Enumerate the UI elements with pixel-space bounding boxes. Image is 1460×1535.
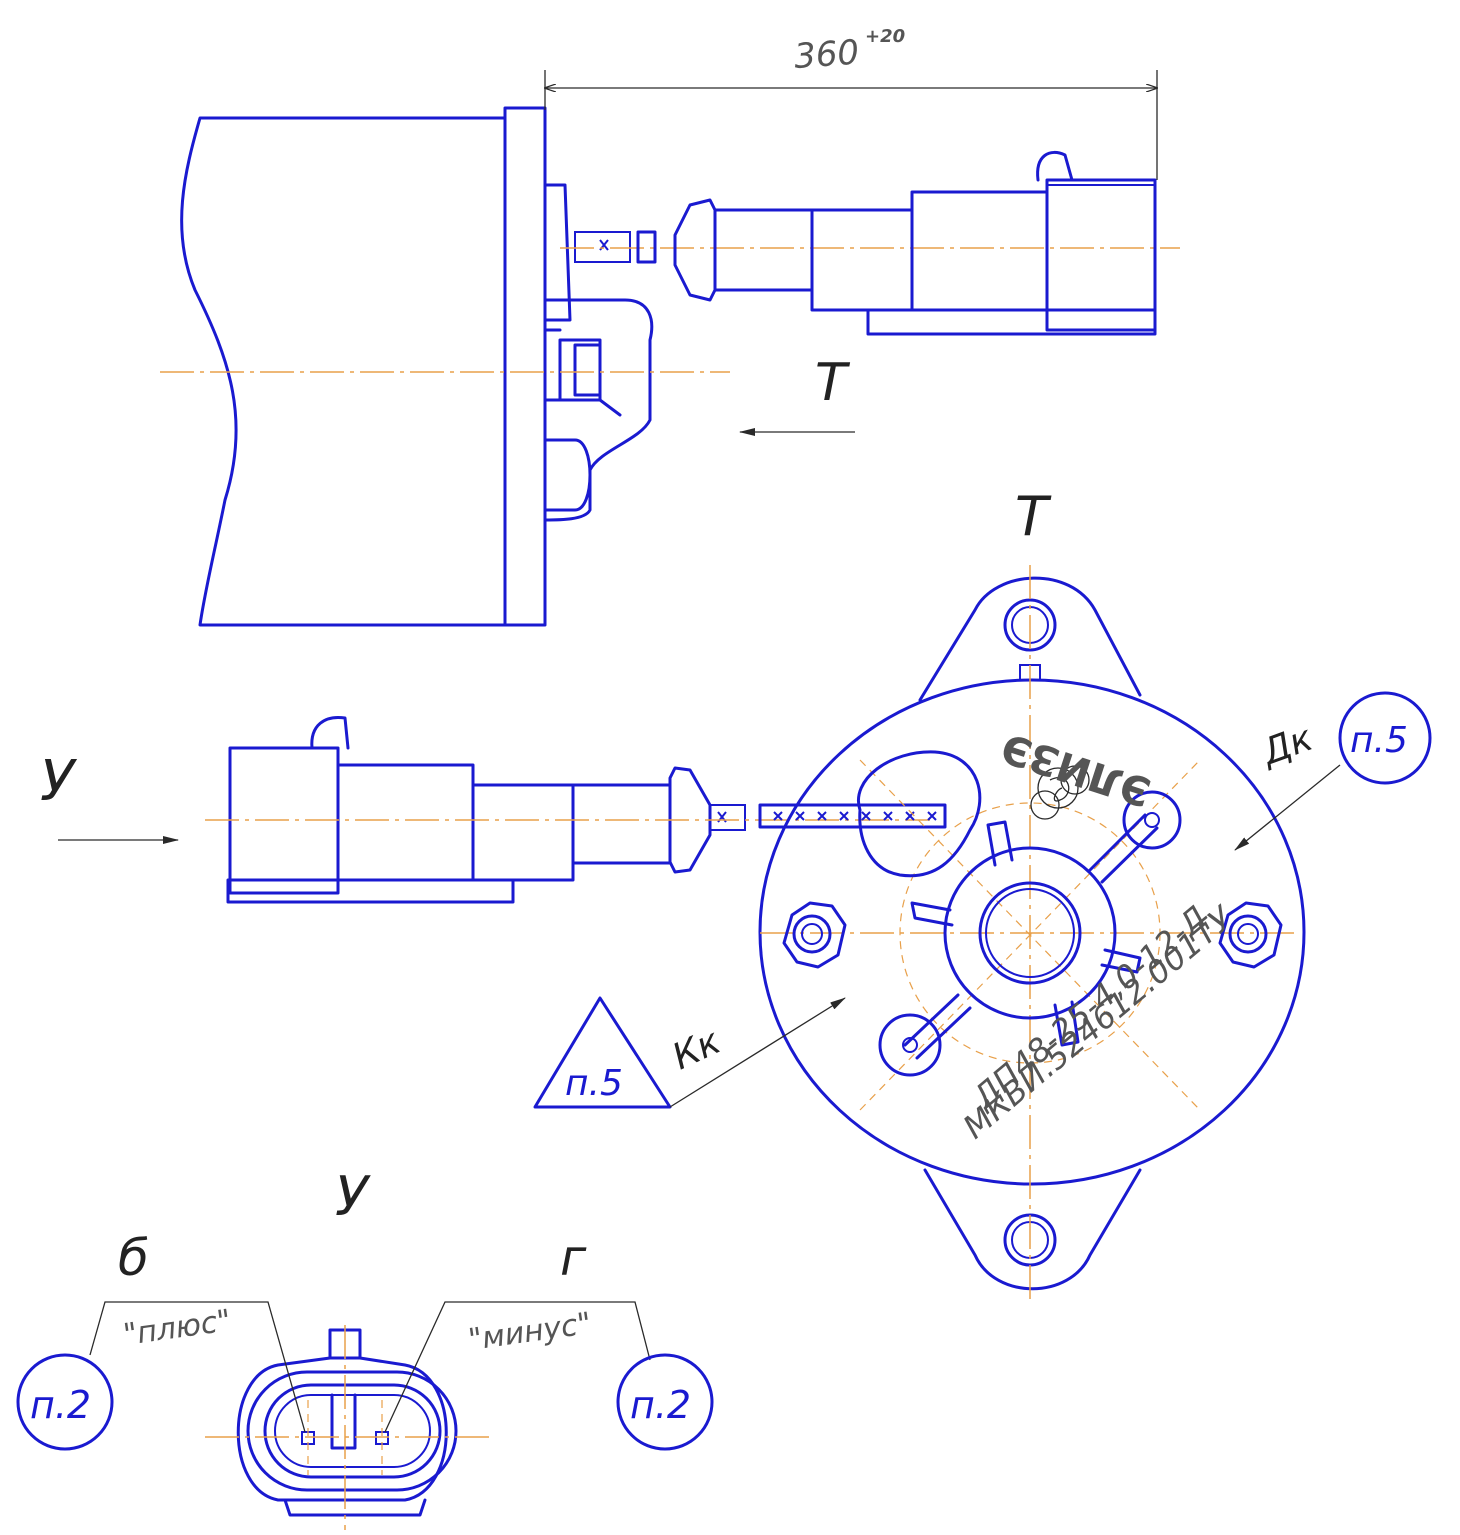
callout-dk-ref: п.5 (1350, 720, 1408, 761)
connector-u-face: У (205, 1165, 490, 1530)
braid-pattern (773, 811, 937, 821)
view-label-t-side: Т (815, 353, 851, 413)
callout-plus-ref: п.2 (30, 1383, 91, 1427)
callout-kk-ref: п.5 (565, 1063, 623, 1104)
motor-spec: МКВИ.524612.001ТУ (956, 898, 1242, 1147)
dimension-360: 360 +20 (545, 26, 1157, 180)
callout-minus-ref: п.2 (630, 1383, 691, 1427)
view-arrow-t: Т (739, 353, 855, 436)
motor-end-face: Т (758, 485, 1306, 1300)
connector-t-side (636, 150, 1157, 336)
view-label-t-top: Т (1015, 485, 1052, 548)
motor-brand: ЭЛИЗЭ (996, 724, 1157, 815)
callout-kk-label: Кк (666, 1021, 726, 1078)
callout-plus-name: "плюс" (121, 1303, 233, 1353)
view-label-u-bottom: У (335, 1165, 371, 1228)
dimension-tolerance: +20 (865, 26, 905, 47)
dimension-value: 360 (793, 33, 861, 77)
connector-u-side (205, 715, 947, 904)
callout-minus-name: "минус" (466, 1306, 593, 1358)
brand-logo (1030, 765, 1090, 820)
callout-minus-letter: г (560, 1229, 587, 1287)
callout-dk: п.5 Дк (1234, 691, 1432, 851)
callout-kk: п.5 Кк (533, 996, 846, 1109)
callout-minus: г "минус" п.2 (384, 1229, 714, 1451)
callout-plus: б "плюс" п.2 (16, 1229, 306, 1451)
view-label-u-side: У (40, 749, 78, 814)
view-arrow-u: У (40, 749, 179, 844)
callout-plus-letter: б (118, 1229, 149, 1287)
callout-dk-label: Дк (1255, 718, 1318, 774)
side-view-motor (160, 106, 1180, 627)
